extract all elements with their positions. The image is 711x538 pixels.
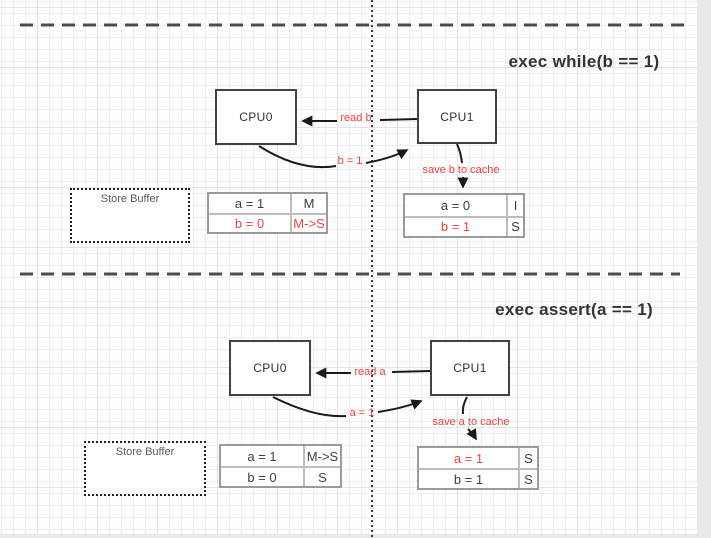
cpu0-box: CPU0 [229, 340, 311, 396]
save-a-arrow-tail [461, 396, 468, 415]
phase-title-assert: exec assert(a == 1) [495, 300, 653, 319]
write-a-arrow-label: a = 1 [349, 407, 375, 419]
read-b-arrow-tail [379, 118, 418, 121]
cache-cell-state: S [518, 468, 537, 488]
cache-cell-state: M->S [303, 446, 340, 466]
cpu0-box: CPU0 [215, 89, 297, 145]
read-a-arrow-tail [391, 370, 431, 373]
read-a-arrow-label: read a [354, 366, 386, 378]
cpu0-cache-table: a = 1 M b = 0 M->S [207, 192, 328, 234]
cache-cell-value: a = 1 [234, 196, 265, 211]
cache-cell-value: a = 1 [453, 450, 484, 466]
save-a-arrow-head [466, 428, 477, 441]
save-b-arrow-tail [456, 143, 463, 164]
store-buffer-box: Store Buffer [84, 441, 206, 496]
cache-cell-state: M->S [290, 213, 326, 232]
cpu1-cache-table: a = 1 S b = 1 S [417, 446, 539, 490]
cache-cell-value: a = 0 [440, 197, 471, 213]
cpu1-box: CPU1 [430, 340, 510, 396]
cpu0-cache-table: a = 1 M->S b = 0 S [219, 444, 342, 488]
store-buffer-box: Store Buffer [70, 188, 190, 243]
cache-cell-state: M [290, 194, 326, 213]
canvas-right-edge [697, 0, 711, 538]
write-a-arrow-head [377, 399, 423, 413]
save-b-to-cache-label: save b to cache [422, 164, 500, 176]
write-b-arrow-label: b = 1 [337, 155, 363, 167]
cache-cell-value: b = 1 [419, 468, 518, 488]
write-a-arrow-tail [272, 396, 347, 418]
cache-cell-state: S [518, 448, 537, 468]
cache-cell-value: b = 1 [405, 215, 506, 237]
save-a-to-cache-label: save a to cache [432, 416, 510, 428]
read-b-arrow-label: read b [340, 112, 372, 124]
phase-title-while: exec while(b == 1) [508, 52, 660, 71]
cache-cell-state: I [506, 195, 523, 216]
cache-cell-value: b = 0 [221, 466, 303, 486]
write-b-arrow-tail [258, 145, 337, 169]
cache-cell-state: S [506, 215, 523, 236]
cache-cell-value: b = 0 [209, 213, 290, 232]
cache-cell-state: S [303, 466, 340, 486]
canvas-bottom-edge [0, 534, 711, 538]
cpu1-box: CPU1 [417, 89, 497, 144]
cpu1-cache-table: a = 0 I b = 1 S [403, 193, 525, 238]
write-b-arrow-head [365, 149, 409, 164]
cache-cell-value: a = 1 [247, 448, 277, 464]
